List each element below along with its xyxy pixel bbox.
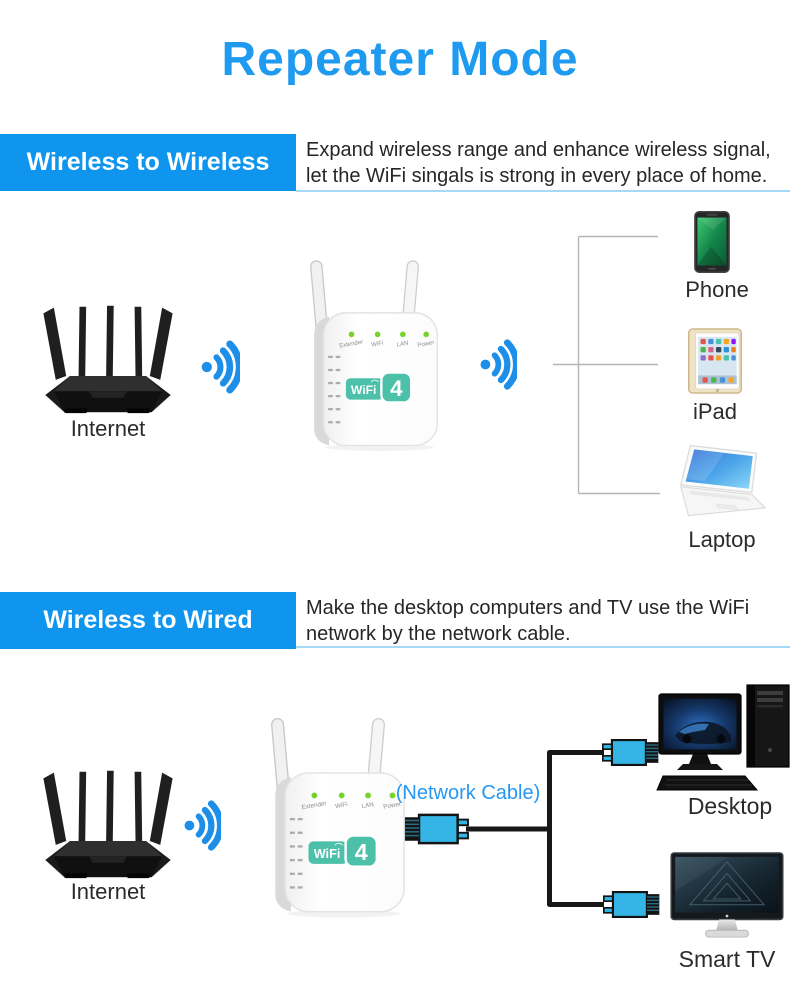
router-device: [43, 770, 173, 879]
tablet-label: iPad: [692, 399, 738, 424]
router-device: [43, 305, 173, 414]
phone-icon: [694, 211, 730, 273]
description-line: network by the network cable.: [306, 623, 571, 645]
description-line: Make the desktop computers and TV use th…: [306, 597, 750, 619]
ethernet-plug-icon: [602, 738, 660, 767]
smart-tv-icon: [670, 852, 784, 938]
section2-description: Make the desktop computers and TV use th…: [306, 595, 796, 647]
router-label: Internet: [70, 879, 146, 904]
section1-description: Expand wireless range and enhance wirele…: [306, 137, 796, 189]
desktop-label: Desktop: [687, 793, 773, 819]
wifi-signal-icon: [181, 797, 221, 854]
wifi-signal-icon: [198, 337, 240, 397]
tablet-icon: [688, 328, 742, 394]
page-title: Repeater Mode: [221, 33, 579, 86]
banner-label: Wireless to Wireless: [26, 148, 270, 176]
wifi-repeater-device: [270, 716, 406, 918]
network-cable-lines: [466, 750, 604, 907]
laptop-label: Laptop: [688, 527, 756, 552]
ethernet-plug-icon: [403, 813, 469, 845]
divider-line: [296, 646, 790, 648]
network-cable-label: (Network Cable): [395, 782, 541, 804]
desktop-computer-icon: [656, 684, 790, 791]
banner-wireless-to-wired: Wireless to Wired: [0, 592, 296, 649]
ethernet-plug-icon: [603, 890, 661, 919]
banner-label: Wireless to Wired: [43, 606, 253, 634]
description-line: let the WiFi singals is strong in every …: [306, 165, 768, 187]
divider-line: [296, 190, 790, 192]
bracket-lines: [553, 235, 660, 495]
phone-label: Phone: [685, 277, 749, 302]
laptop-icon: [680, 444, 766, 517]
router-label: Internet: [70, 416, 146, 441]
smart-tv-label: Smart TV: [678, 946, 776, 972]
wifi-repeater-device: [309, 259, 439, 451]
banner-wireless-to-wireless: Wireless to Wireless: [0, 134, 296, 191]
wifi-signal-icon: [477, 336, 517, 393]
description-line: Expand wireless range and enhance wirele…: [306, 139, 771, 161]
